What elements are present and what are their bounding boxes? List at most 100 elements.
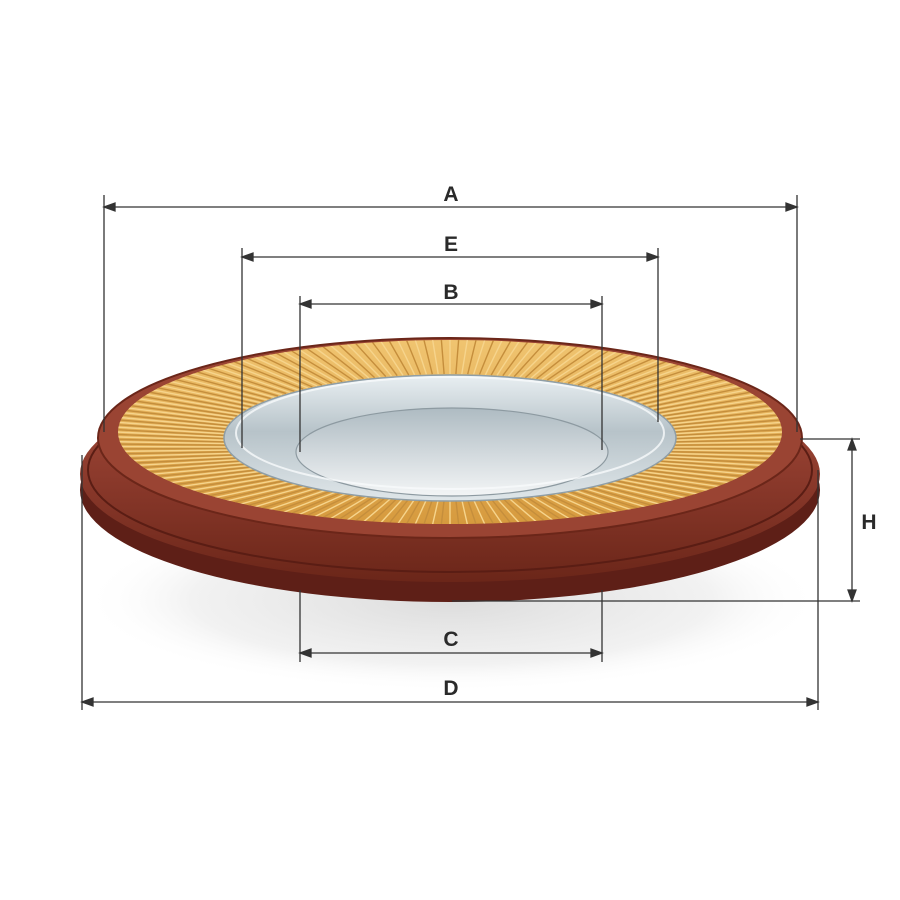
pleat-line (668, 407, 773, 422)
pleat-line (125, 409, 231, 423)
pleat-line (260, 354, 323, 386)
dimension-label-d: D (443, 677, 458, 700)
pleat-line (117, 426, 225, 435)
pleat-line (557, 349, 610, 383)
pleat-line (160, 467, 255, 480)
pleat-line (651, 389, 748, 410)
arrowhead (298, 299, 312, 309)
dimension-label-b: B (443, 281, 458, 304)
pleat-line (135, 457, 238, 464)
pleat-line (541, 346, 587, 380)
pleat-line (219, 482, 295, 501)
pleat-line (675, 428, 783, 437)
pleat-line (329, 344, 370, 379)
pleat-line (639, 470, 731, 484)
pleat-line (587, 357, 654, 388)
pleat-line (431, 499, 439, 525)
pleat-line (525, 495, 562, 521)
pleat-line (184, 374, 271, 400)
pleat-line (629, 474, 716, 490)
pleat-line (117, 438, 225, 443)
pleat-line (653, 463, 752, 473)
pleat-line (190, 372, 275, 399)
pleat-line (117, 428, 225, 437)
pleat-line (613, 367, 693, 395)
pleat-line (668, 452, 773, 457)
pleat-line (190, 475, 275, 492)
pleat-line (658, 395, 759, 414)
pleat-line (282, 490, 338, 514)
pleat-line (513, 496, 546, 522)
pleat-line (371, 497, 398, 523)
pleat-line (363, 341, 393, 377)
pleat-line (675, 436, 783, 441)
pleat-line (674, 421, 783, 432)
arrowhead (785, 202, 799, 212)
pleat-line (530, 495, 571, 520)
pleat-line (298, 492, 348, 516)
pleat-line (639, 380, 731, 404)
pleat-line (440, 499, 445, 525)
pleat-line (675, 438, 783, 443)
pleat-line (313, 346, 359, 380)
pleat-line (138, 398, 240, 416)
pleat-line (617, 478, 699, 495)
pleat-line (290, 349, 343, 383)
pleat-line (666, 454, 771, 460)
pleat-line (596, 484, 668, 504)
pleat-line (664, 455, 768, 462)
pleat-line (275, 490, 333, 512)
pleat-line (577, 354, 640, 386)
pleat-line (658, 460, 759, 469)
pleat-line (625, 475, 710, 492)
pleat-line (388, 498, 410, 524)
pleat-line (519, 496, 554, 521)
pleat-line (423, 339, 433, 375)
pleat-line (461, 339, 469, 375)
pleat-line (354, 496, 387, 522)
arrowhead (646, 252, 660, 262)
pleat-line (567, 490, 625, 512)
dimension-lines (81, 195, 860, 710)
metal-collar-inner (295, 407, 609, 497)
pleat-line (117, 421, 226, 432)
pleat-line (656, 393, 756, 413)
pleat-line (621, 477, 705, 494)
pleat-line (502, 497, 529, 523)
arrowhead (298, 648, 312, 658)
pleat-line (169, 470, 261, 484)
pleat-line (371, 341, 398, 377)
pleat-line (636, 472, 726, 486)
pleat-line (530, 344, 571, 379)
pleat-line (562, 350, 618, 384)
pleat-line (321, 345, 364, 380)
pleat-line (132, 402, 236, 419)
pleat-line (461, 499, 469, 525)
pleat-line (552, 348, 602, 382)
pleat-line (144, 461, 244, 471)
pleat-line (582, 487, 647, 508)
pleat-line (117, 436, 225, 441)
pleat-line (118, 419, 226, 430)
pleat-line (467, 499, 477, 525)
pleat-line (605, 482, 681, 501)
pleat-line (397, 339, 416, 376)
pleat-line (632, 473, 721, 488)
filter-pleats (117, 339, 783, 525)
pleat-line (138, 458, 240, 466)
pleat-line (346, 496, 381, 521)
pleat-line (455, 499, 460, 525)
pleat-line (132, 455, 236, 462)
pleat-line (156, 466, 252, 478)
dimension-label-a: A (443, 183, 458, 206)
pleat-line (239, 485, 308, 505)
pleat-line (405, 339, 422, 375)
pleat-line (423, 499, 433, 525)
pleat-line (490, 498, 512, 524)
pleat-line (165, 469, 258, 482)
pleat-line (669, 451, 775, 455)
arrowhead (847, 437, 857, 451)
pleat-line (174, 378, 264, 402)
pleat-line (455, 339, 460, 375)
